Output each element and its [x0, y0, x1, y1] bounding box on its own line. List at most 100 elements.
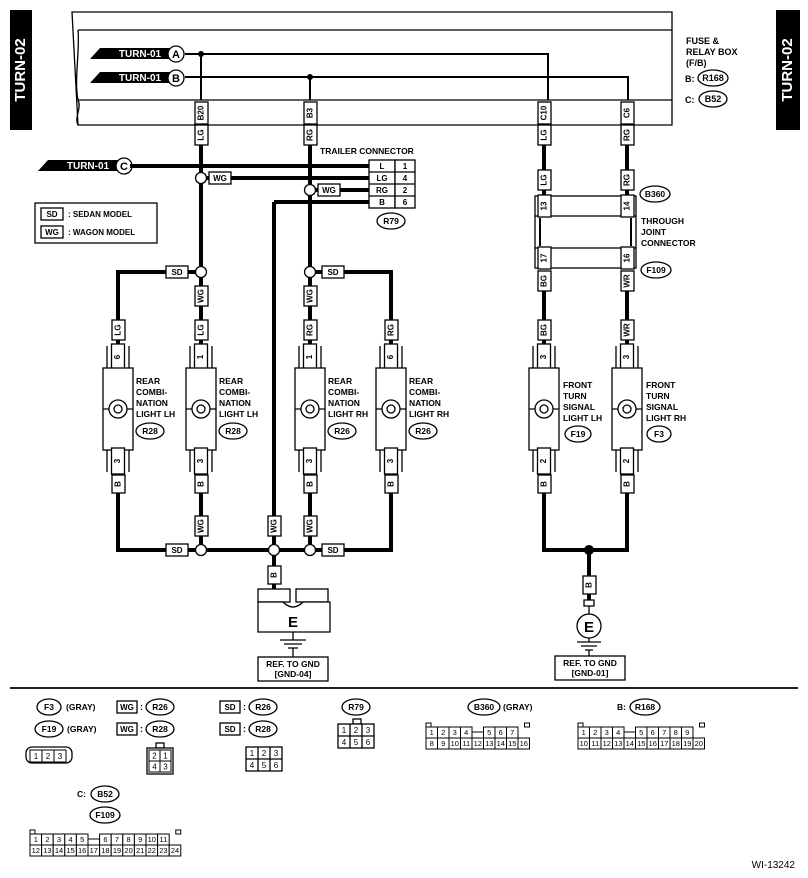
svg-text:(GRAY): (GRAY) — [503, 702, 533, 712]
svg-text:2: 2 — [403, 186, 408, 195]
svg-text:2: 2 — [354, 726, 359, 735]
svg-text:1: 1 — [163, 752, 168, 761]
svg-text:2: 2 — [46, 752, 51, 761]
svg-text:COMBI-: COMBI- — [219, 387, 250, 397]
svg-text:1: 1 — [403, 162, 408, 171]
svg-text:B52: B52 — [705, 94, 722, 104]
svg-text:RG: RG — [623, 129, 632, 141]
svg-text:WR: WR — [623, 274, 632, 288]
svg-text:2: 2 — [622, 458, 631, 463]
svg-text:BG: BG — [540, 275, 549, 287]
connector-pin — [692, 737, 705, 750]
svg-text:3: 3 — [274, 749, 279, 758]
connector-pin-label: 18 — [101, 846, 109, 855]
svg-text:TURN-01: TURN-01 — [67, 161, 110, 172]
svg-text:B20: B20 — [197, 105, 206, 120]
svg-text:SD: SD — [171, 546, 182, 555]
connector-pin-label: 15 — [508, 739, 516, 748]
svg-text::: : — [243, 724, 246, 734]
svg-text:3: 3 — [196, 458, 205, 463]
svg-text:3: 3 — [305, 458, 314, 463]
svg-text:5: 5 — [262, 761, 267, 770]
connector-pin-label: 2 — [593, 728, 597, 737]
wire-color-tags: LG RG LG RG LG RG WG WG LG LG RG RG BG W… — [111, 124, 635, 595]
connector-pin-label: 8 — [430, 739, 434, 748]
trailer-connector: TRAILER CONNECTOR L 1 LG 4 RG 2 B 6 R79 — [320, 146, 416, 230]
svg-text:2: 2 — [152, 752, 157, 761]
connector-pin — [517, 737, 530, 750]
connector-pin-label: 7 — [510, 728, 514, 737]
connector-pin-label: 12 — [32, 846, 40, 855]
svg-text:B: B — [387, 481, 396, 487]
svg-text:LIGHT LH: LIGHT LH — [563, 413, 602, 423]
ground-gnd04: E REF. TO GND [GND-04] — [257, 588, 331, 682]
svg-text:C:: C: — [685, 95, 695, 105]
svg-text:RG: RG — [376, 186, 388, 195]
svg-text:SD: SD — [224, 725, 235, 734]
terminal-c10: C10 — [537, 101, 552, 125]
connector-pin-label: 1 — [582, 728, 586, 737]
connector-pin-label: 11 — [591, 739, 599, 748]
figure-reference-code: WI-13242 — [752, 860, 796, 871]
svg-text:(GRAY): (GRAY) — [67, 724, 97, 734]
connector-pin-label: 7 — [662, 728, 666, 737]
svg-text:SD: SD — [171, 268, 182, 277]
svg-text:3: 3 — [113, 458, 122, 463]
fuse-box-internal-wiring — [185, 51, 629, 100]
svg-text:TURN-01: TURN-01 — [119, 73, 162, 84]
junction-points — [194, 171, 317, 557]
connector-pin-label: 8 — [127, 835, 131, 844]
connector-pin-label: 6 — [103, 835, 107, 844]
svg-text:14: 14 — [623, 201, 632, 210]
svg-text:F19: F19 — [571, 429, 586, 439]
connector-pin-label: 21 — [136, 846, 144, 855]
ref-turn01-a[interactable]: TURN-01 A — [90, 45, 185, 63]
svg-text:E: E — [584, 619, 594, 636]
ref-turn01-c[interactable]: TURN-01 C — [38, 157, 133, 175]
connector-pin-label: 5 — [639, 728, 643, 737]
svg-text:WG: WG — [197, 519, 206, 533]
connector-pin-label: 7 — [115, 835, 119, 844]
connector-pin-label: 18 — [672, 739, 680, 748]
svg-text:1: 1 — [305, 354, 314, 359]
model-legend: SD : SEDAN MODEL WG : WAGON MODEL — [34, 202, 158, 244]
svg-text:3: 3 — [366, 726, 371, 735]
svg-text:R28: R28 — [225, 426, 241, 436]
connector-pin-label: 3 — [57, 835, 61, 844]
svg-text:SIGNAL: SIGNAL — [563, 402, 595, 412]
svg-text:6: 6 — [403, 198, 408, 207]
svg-text:L: L — [380, 162, 385, 171]
ref-turn01-b[interactable]: TURN-01 B — [90, 69, 185, 87]
svg-text:17: 17 — [540, 253, 549, 262]
connector-pin-label: 10 — [451, 739, 459, 748]
svg-text:F3: F3 — [44, 702, 54, 712]
fuse-relay-box — [71, 11, 673, 126]
light-front-turn-lh: 3 2 FRONT TURN SIGNAL LIGHT LH F19 — [528, 343, 602, 475]
svg-text:16: 16 — [623, 253, 632, 262]
svg-text:B: B — [172, 73, 180, 85]
svg-text:C10: C10 — [540, 105, 549, 120]
svg-text:SD: SD — [46, 210, 57, 219]
connector-pin-label: 4 — [464, 728, 468, 737]
svg-text:REF. TO GND: REF. TO GND — [563, 658, 617, 668]
conn-view-r79: R79 1 2 3 4 5 6 — [337, 698, 375, 749]
svg-text:REAR: REAR — [328, 376, 352, 386]
svg-text:FRONT: FRONT — [563, 380, 593, 390]
svg-text:3: 3 — [163, 763, 168, 772]
svg-text:BG: BG — [540, 324, 549, 336]
svg-text:SD: SD — [224, 703, 235, 712]
svg-text::: : — [140, 702, 143, 712]
ground-gnd01: E REF. TO GND [GND-01] — [554, 599, 626, 681]
svg-text:LIGHT RH: LIGHT RH — [646, 413, 686, 423]
svg-text:B:: B: — [685, 74, 695, 84]
svg-text:RELAY BOX: RELAY BOX — [686, 47, 738, 57]
svg-text:TURN: TURN — [563, 391, 587, 401]
svg-text:C: C — [120, 161, 128, 173]
svg-text::: : — [140, 724, 143, 734]
connector-pin-label: 16 — [78, 846, 86, 855]
svg-text:B: B — [585, 582, 594, 588]
